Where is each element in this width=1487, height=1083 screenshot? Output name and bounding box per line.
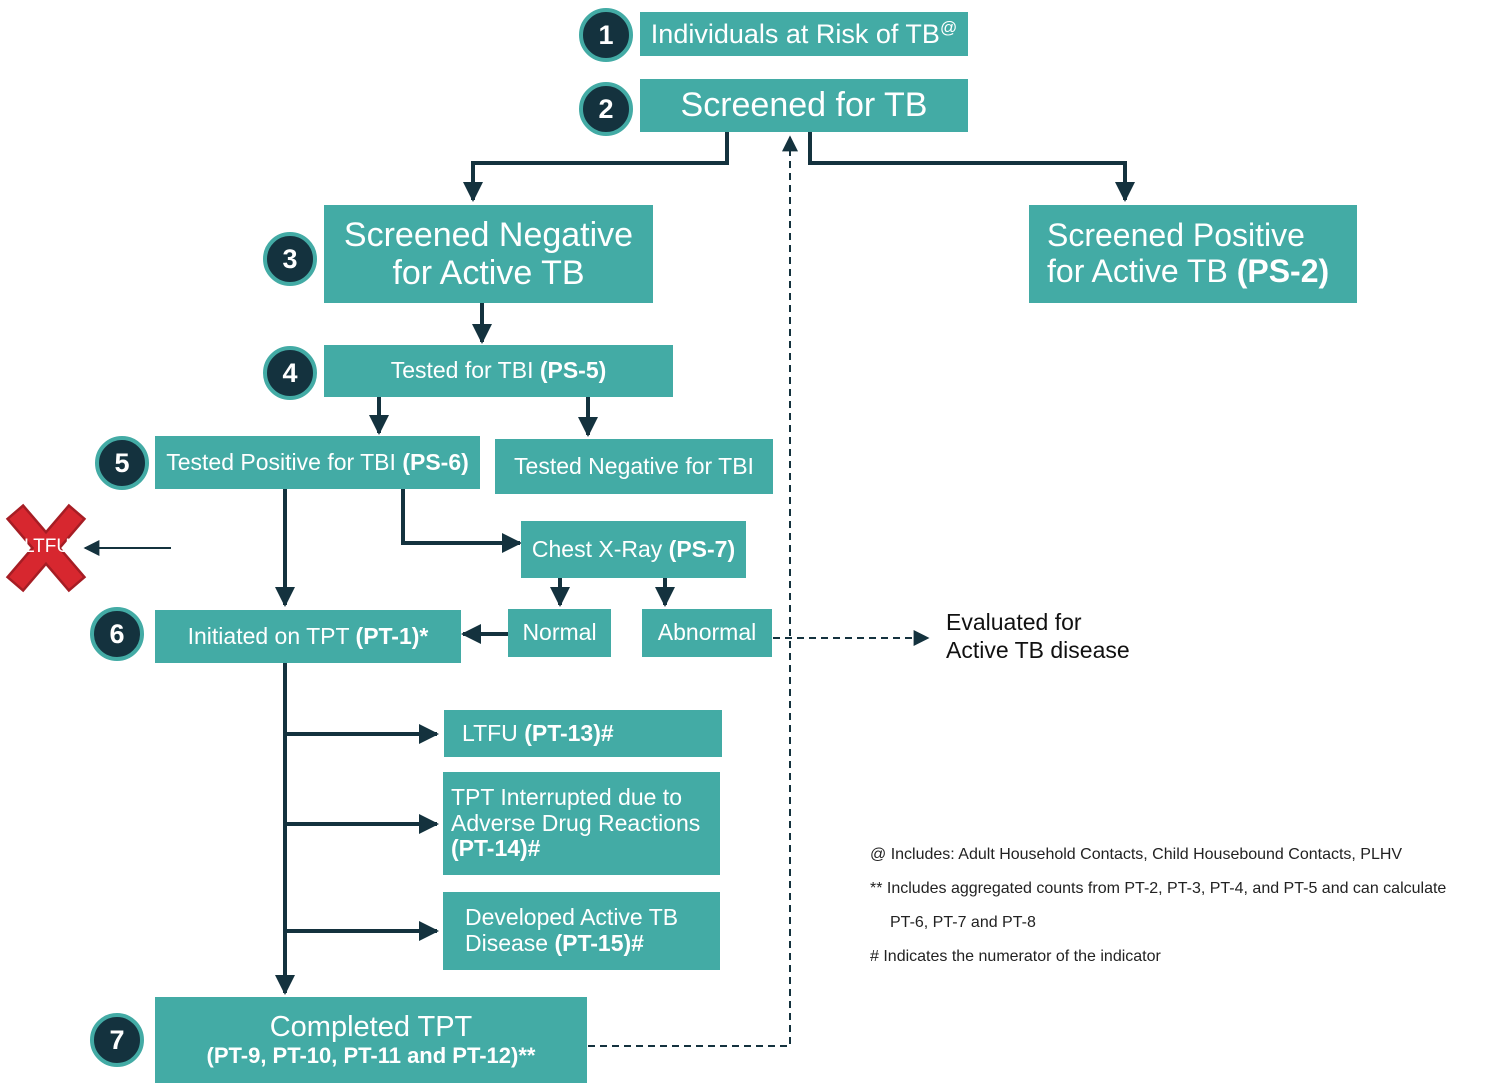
box-normal: Normal — [508, 609, 611, 657]
developed-line2: Disease (PT-15)# — [465, 930, 644, 956]
step-5-badge: 5 — [95, 436, 149, 490]
footnote-double-star-cont: PT-6, PT-7 and PT-8 — [890, 914, 1036, 931]
box-tested-for-tbi: Tested for TBI (PS-5) — [324, 345, 673, 397]
box-screened-for-tb: Screened for TB — [640, 79, 968, 132]
screened-negative-line2: for Active TB — [392, 254, 585, 292]
chest-xray-text: Chest X-Ray (PS-7) — [531, 535, 736, 562]
tpt-interrupted-code: (PT-14)# — [451, 835, 541, 862]
completed-tpt-line1: Completed TPT — [269, 1011, 473, 1044]
box-tpt-interrupted: TPT Interrupted due to Adverse Drug Reac… — [443, 772, 720, 875]
box-initiated-on-tpt: Initiated on TPT (PT-1)* — [155, 610, 461, 663]
box-chest-xray: Chest X-Ray (PS-7) — [521, 521, 746, 578]
tested-for-tbi-text: Tested for TBI (PS-5) — [390, 357, 607, 384]
tested-positive-text: Tested Positive for TBI (PS-6) — [166, 448, 469, 475]
box-developed-active-tb: Developed Active TB Disease (PT-15)# — [443, 892, 720, 970]
step-1-badge: 1 — [579, 8, 633, 62]
completed-tpt-code: (PT-9, PT-10, PT-11 and PT-12)** — [206, 1042, 536, 1068]
individuals-at-risk-text: Individuals at Risk of TB@ — [650, 18, 958, 50]
evaluated-line1: Evaluated for — [946, 609, 1082, 635]
box-screened-positive: Screened Positive for Active TB (PS-2) — [1029, 205, 1357, 303]
footnote-at: @ Includes: Adult Household Contacts, Ch… — [870, 846, 1403, 863]
arrow-screened-to-negative — [463, 132, 729, 202]
box-individuals-at-risk: Individuals at Risk of TB@ — [640, 12, 968, 56]
developed-line1: Developed Active TB — [465, 904, 679, 931]
screened-negative-line1: Screened Negative — [343, 215, 634, 254]
box-screened-negative: Screened Negative for Active TB — [324, 205, 653, 303]
box-tested-positive: Tested Positive for TBI (PS-6) — [155, 436, 480, 489]
step-7-badge: 7 — [90, 1013, 144, 1067]
box-abnormal: Abnormal — [642, 609, 772, 657]
step-6-badge: 6 — [90, 607, 144, 661]
normal-text: Normal — [522, 619, 597, 646]
step-2-badge: 2 — [579, 82, 633, 136]
arrow-positive-to-xray — [401, 489, 522, 553]
box-completed-tpt: Completed TPT (PT-9, PT-10, PT-11 and PT… — [155, 997, 587, 1083]
evaluated-for-active-tb: Evaluated for Active TB disease — [946, 609, 1130, 664]
abnormal-text: Abnormal — [657, 619, 757, 646]
screened-positive-line2: for Active TB (PS-2) — [1047, 253, 1330, 289]
footnote-hash: # Indicates the numerator of the indicat… — [870, 948, 1161, 965]
screened-for-tb-text: Screened for TB — [680, 86, 928, 125]
screened-positive-line1: Screened Positive — [1047, 217, 1305, 254]
tpt-interrupted-line1: TPT Interrupted due to — [451, 783, 682, 810]
box-tested-negative: Tested Negative for TBI — [495, 439, 773, 494]
box-ltfu: LTFU (PT-13)# — [444, 710, 722, 757]
tested-negative-text: Tested Negative for TBI — [514, 452, 754, 479]
arrow-screened-to-positive — [808, 132, 1135, 202]
evaluated-line2: Active TB disease — [946, 636, 1130, 663]
tpt-interrupted-line2: Adverse Drug Reactions — [451, 809, 701, 836]
dashed-completed-to-screened — [588, 135, 798, 1047]
ltfu-x-icon — [5, 503, 87, 593]
ltfu-text: LTFU (PT-13)# — [462, 719, 614, 746]
step-3-badge: 3 — [263, 232, 317, 286]
footnote-double-star: ** Includes aggregated counts from PT-2,… — [870, 880, 1447, 897]
initiated-on-tpt-text: Initiated on TPT (PT-1)* — [187, 622, 429, 649]
ltfu-marker-label: LTFU — [23, 536, 71, 557]
step-4-badge: 4 — [263, 346, 317, 400]
